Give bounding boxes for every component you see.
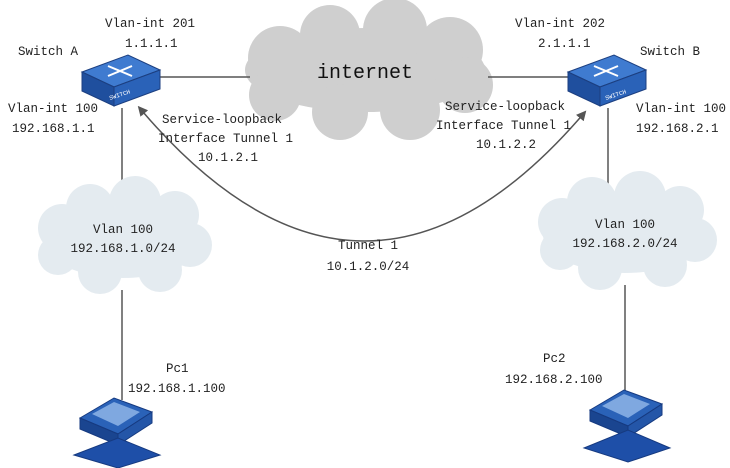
lan-b-cloud [538,171,717,290]
switch-b-tunnel-ip: 10.1.2.2 [476,138,536,152]
lan-a-vlan: Vlan 100 [93,223,153,237]
pc1-ip: 192.168.1.100 [128,382,226,396]
switch-b-lan-interface: Vlan-int 100 [636,102,726,116]
switch-b-loopback-line2: Interface Tunnel 1 [436,119,571,133]
switch-b-loopback-line1: Service-loopback [445,100,565,114]
lan-b-vlan: Vlan 100 [595,218,655,232]
pc2-ip: 192.168.2.100 [505,373,603,387]
switch-b-wan-interface: Vlan-int 202 [515,17,605,31]
lan-b-subnet: 192.168.2.0/24 [572,237,677,251]
switch-b-wan-ip: 2.1.1.1 [538,37,591,51]
pc2-name: Pc2 [543,352,566,366]
pc1-name: Pc1 [166,362,189,376]
internet-label: internet [317,62,413,85]
switch-a-lan-interface: Vlan-int 100 [8,102,98,116]
tunnel-arc [137,105,587,242]
pc1-computer-icon [72,397,162,468]
switch-a-arrows-icon [107,65,133,77]
switch-a-loopback-line2: Interface Tunnel 1 [158,132,293,146]
lan-a-cloud [38,176,212,294]
tunnel-name: Tunnel 1 [338,239,398,253]
switch-b-lan-ip: 192.168.2.1 [636,122,719,136]
switch-a-lan-ip: 192.168.1.1 [12,122,95,136]
switch-b-arrows-icon [593,65,619,77]
switch-a-tunnel-ip: 10.1.2.1 [198,151,258,165]
switch-b: SWITCH [566,54,648,107]
switch-a-wan-interface: Vlan-int 201 [105,17,195,31]
lan-a-subnet: 192.168.1.0/24 [70,242,175,256]
switch-b-name: Switch B [640,45,701,59]
switch-a-name: Switch A [18,45,79,59]
switch-a-wan-ip: 1.1.1.1 [125,37,178,51]
tunnel-subnet: 10.1.2.0/24 [327,260,410,274]
switch-a: SWITCH [80,54,162,107]
pc2-computer-icon [582,389,672,463]
switch-a-loopback-line1: Service-loopback [162,113,282,127]
